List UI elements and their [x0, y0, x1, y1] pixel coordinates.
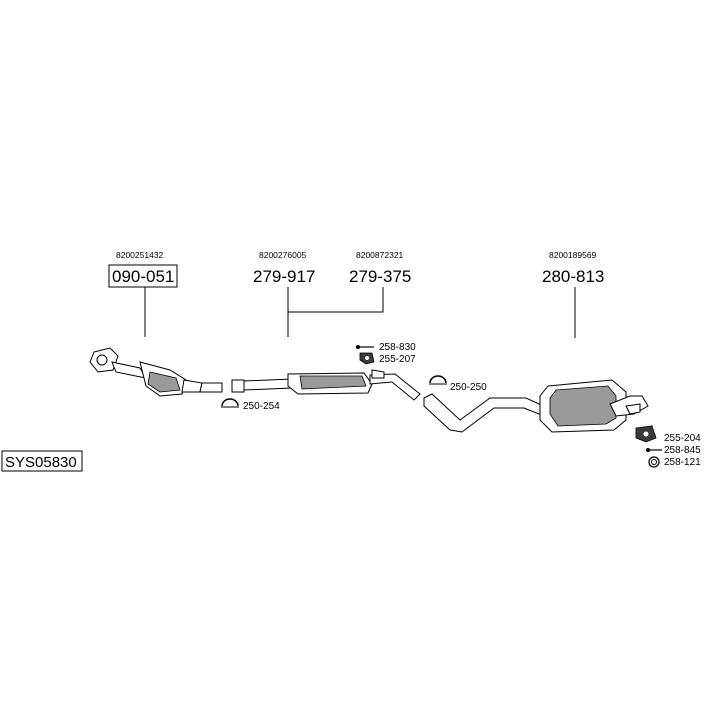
clamp-icon-250-250	[429, 375, 447, 385]
front-pipe-middle-silencer[interactable]	[231, 369, 421, 401]
fitting-label-250-254[interactable]: 250-254	[243, 401, 280, 412]
fitting-label-258-845[interactable]: 258-845	[664, 445, 701, 456]
oem-number-catalyst: 8200251432	[116, 250, 164, 260]
oem-number-middle-silencer: 8200872321	[356, 250, 404, 260]
part-number-middle-silencer[interactable]: 279-375	[349, 267, 411, 286]
part-number-rear-silencer[interactable]: 280-813	[542, 267, 604, 286]
rear-silencer[interactable]	[539, 379, 649, 433]
bracket-icon	[359, 352, 375, 365]
bracket-icon-255-204	[635, 425, 657, 443]
clamp-icon-250-254	[221, 398, 239, 408]
oem-number-rear-silencer: 8200189569	[549, 250, 597, 260]
system-code-box	[1, 450, 83, 472]
ring-icon-258-121	[648, 456, 660, 468]
catalytic-converter[interactable]	[89, 347, 223, 397]
fitting-label-255-207[interactable]: 255-207	[379, 354, 416, 365]
part-number-box	[108, 264, 178, 288]
leader-line-bracket	[288, 287, 384, 313]
fitting-label-255-204[interactable]: 255-204	[664, 433, 701, 444]
part-number-front-pipe[interactable]: 279-917	[253, 267, 315, 286]
fitting-label-258-121[interactable]: 258-121	[664, 457, 701, 468]
fitting-label-250-250[interactable]: 250-250	[450, 382, 487, 393]
bolt-icon	[356, 345, 374, 349]
tail-pipe[interactable]	[423, 393, 549, 433]
system-code: SYS05830	[5, 454, 77, 471]
part-number-catalyst[interactable]: 090-051	[112, 267, 174, 286]
fitting-label-258-830[interactable]: 258-830	[379, 342, 416, 353]
bolt-icon-258-845	[646, 448, 662, 452]
oem-number-front-pipe: 8200276005	[259, 250, 307, 260]
